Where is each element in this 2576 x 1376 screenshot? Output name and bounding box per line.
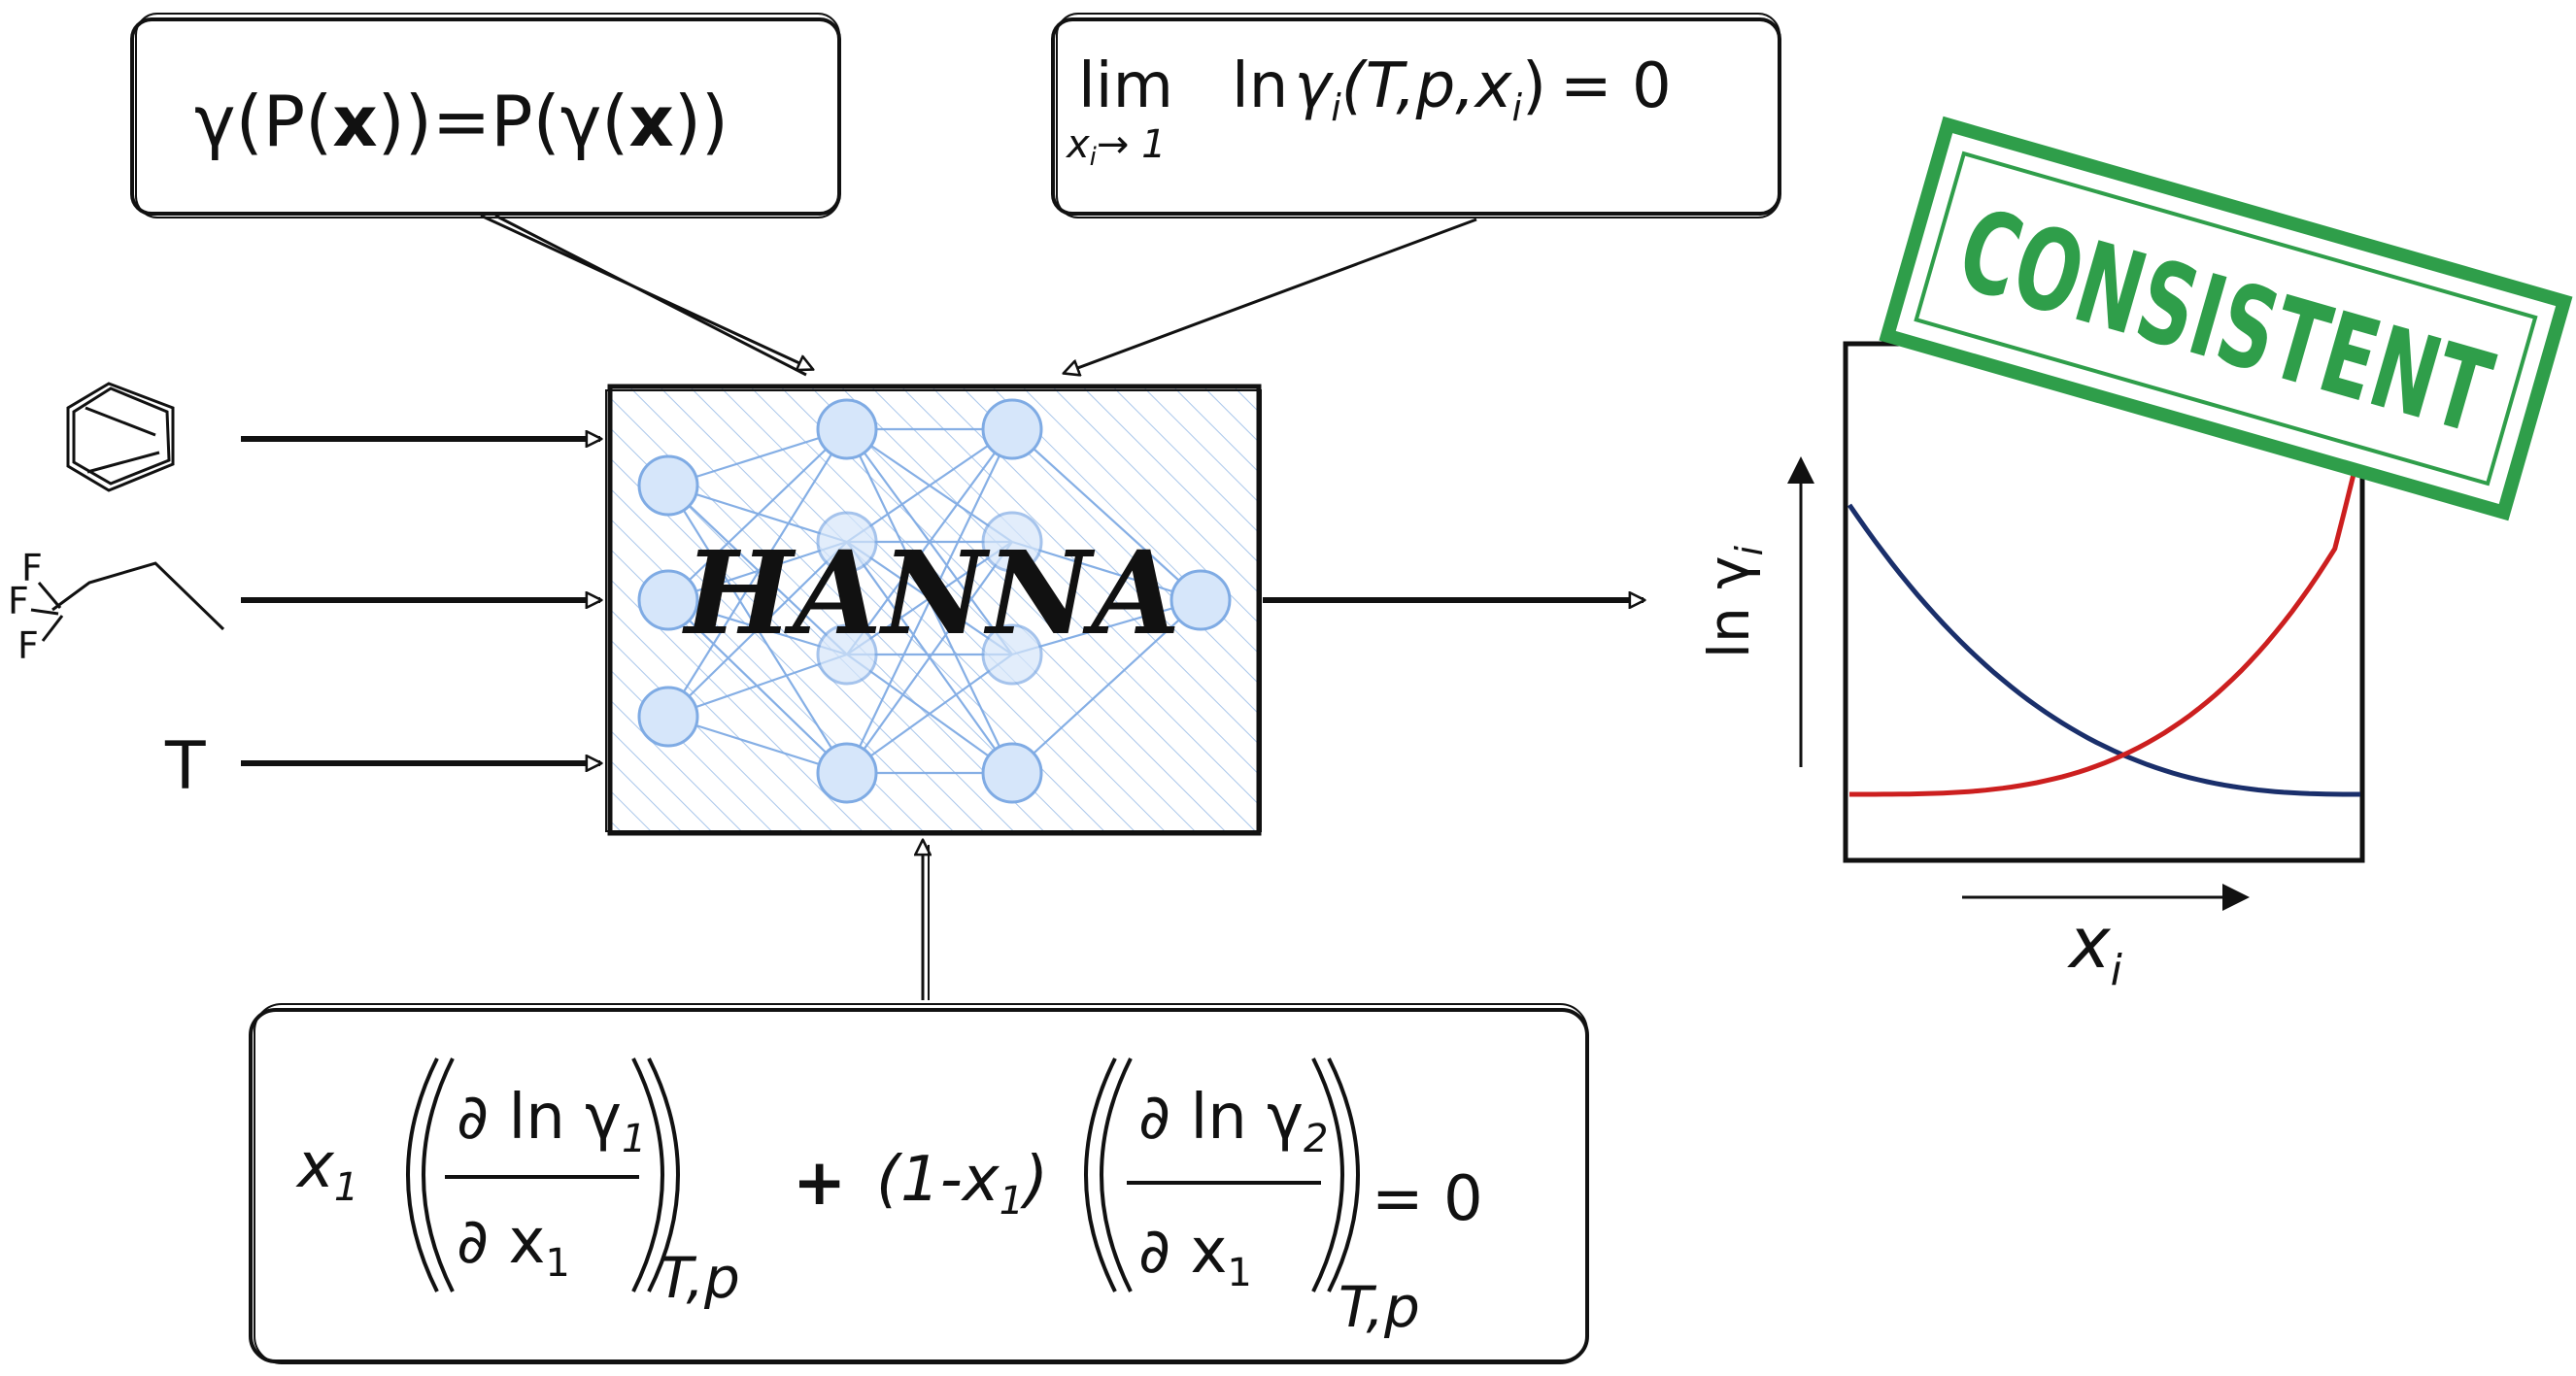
plot-curve-component-2 (1849, 446, 2363, 797)
input-arrows (241, 439, 600, 763)
gd-x1: x1 (295, 1130, 358, 1210)
gd-den1: ∂ x1 (457, 1206, 570, 1286)
gd-one-minus-x1: (1-x1) (876, 1144, 1048, 1224)
gd-num2: ∂ ln γ2 (1138, 1082, 1328, 1161)
limit-lim: lim (1078, 50, 1173, 122)
limit-expression: lnγi(T,p,xi)= 0 (1232, 50, 1672, 129)
temperature-input-label: T (164, 728, 206, 805)
y-axis-label: ln γi (1696, 545, 1771, 658)
gibbs-duhem-box: x1 ∂ ln γ1 ∂ x1 T,p + (1-x1) ∂ ln γ2 ∂ x… (249, 1003, 1589, 1364)
gd-tp2: T,p (1339, 1274, 1420, 1340)
benzene-molecule-icon (66, 382, 175, 492)
gd-derivative-2: ∂ ln γ2 ∂ x1 T,p (1084, 1057, 1420, 1340)
fluorine-atom-2: F (8, 580, 29, 622)
gd-tp1: T,p (659, 1245, 740, 1311)
neural-network-illustration (667, 427, 1202, 775)
fluorinated-molecule-icon: F F F (8, 547, 225, 667)
top-arrows (480, 214, 1477, 375)
gd-plus: + (793, 1145, 846, 1220)
permutation-equation: γ(P(x))=P(γ(x)) (194, 81, 729, 162)
x-axis-label: xi (2067, 902, 2123, 995)
gd-derivative-1: ∂ ln γ1 ∂ x1 T,p (406, 1057, 740, 1311)
gd-den2: ∂ x1 (1138, 1216, 1252, 1295)
gd-num1: ∂ ln γ1 (457, 1082, 646, 1161)
neural-network-nodes (637, 398, 1232, 804)
gd-rhs: = 0 (1372, 1163, 1483, 1235)
permutation-invariance-box: γ(P(x))=P(γ(x)) (130, 13, 841, 218)
limit-constraint-box: lim xi→ 1 lnγi(T,p,xi)= 0 (1051, 13, 1781, 218)
plot-curve-component-1 (1847, 503, 2360, 797)
hanna-model-box: HANNA (605, 384, 1262, 836)
limit-subscript: xi→ 1 (1065, 122, 1167, 172)
model-name: HANNA (682, 525, 1180, 660)
fluorine-atom-3: F (17, 624, 39, 667)
fluorine-atom-1: F (21, 547, 43, 589)
